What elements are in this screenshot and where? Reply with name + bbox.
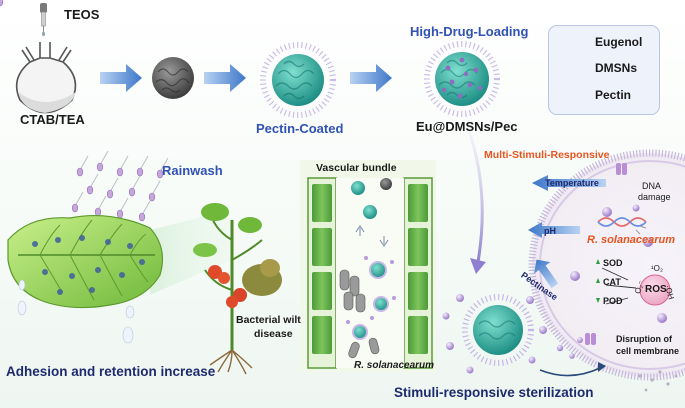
ros-label: ROS <box>645 284 667 295</box>
teos-label: TEOS <box>64 7 100 22</box>
pectinase-arrow <box>534 259 559 289</box>
cat-label: CAT <box>603 277 621 287</box>
zoom-beam <box>150 210 230 295</box>
leaked-content <box>638 370 678 392</box>
vascular-bundle-title: Vascular bundle <box>316 162 397 174</box>
ph-arrow <box>528 222 580 238</box>
dna-label-2: damage <box>638 192 671 202</box>
arrow-1 <box>100 64 142 92</box>
release-arrow <box>539 367 601 377</box>
dmsn-particle <box>152 57 194 99</box>
high-drug-loading-label: High-Drug-Loading <box>410 24 529 39</box>
membrane-label-1: Disruption of <box>616 334 672 344</box>
released-particle <box>442 294 583 374</box>
multi-stimuli-label: Multi-Stimuli-Responsive <box>484 149 610 161</box>
dropper-icon <box>40 3 47 37</box>
legend-pectin-label: Pectin <box>595 88 632 102</box>
legend-eugenol-label: Eugenol <box>595 35 643 49</box>
arrow-3 <box>350 64 392 92</box>
bacterial-wilt-label-2: disease <box>254 328 293 340</box>
curved-arrow <box>466 127 484 263</box>
product-label: Eu@DMSNs/Pec <box>416 119 518 134</box>
adhesion-label: Adhesion and retention increase <box>6 364 216 379</box>
membrane-label-2: cell membrane <box>616 346 680 356</box>
flask-icon <box>15 42 77 114</box>
singlet-oxygen-label: ¹O₂ <box>651 264 663 273</box>
bacterial-wilt-label-1: Bacterial wilt <box>236 314 301 326</box>
rainwash-label: Rainwash <box>162 163 223 178</box>
dna-label-1: DNA <box>642 181 662 191</box>
species-label: R. solanacearum <box>587 234 676 246</box>
ctab-tea-label: CTAB/TEA <box>20 112 85 127</box>
drug-loaded-particle <box>424 41 500 117</box>
rain-drops <box>0 0 169 222</box>
leaf-illustration <box>7 214 163 344</box>
sod-label: SOD <box>603 258 623 268</box>
legend-dmsns-label: DMSNs <box>595 61 638 75</box>
sterilization-label: Stimuli-responsive sterilization <box>394 385 594 400</box>
pectin-coated-label: Pectin-Coated <box>256 121 344 136</box>
arrow-2 <box>204 64 246 92</box>
tomato-plant <box>193 203 282 375</box>
ph-label: pH <box>544 226 556 236</box>
vascular-bundle <box>300 160 436 372</box>
legend <box>548 25 660 115</box>
pod-label: POD <box>603 296 623 306</box>
curved-arrow-head <box>470 258 486 274</box>
release-arrow-head <box>598 362 606 372</box>
pectin-coated-particle <box>260 42 336 118</box>
temperature-label: Temperature <box>545 178 599 188</box>
vessel-pathogen-label: R. solanacearum <box>354 360 435 371</box>
temperature-arrow <box>532 175 606 191</box>
